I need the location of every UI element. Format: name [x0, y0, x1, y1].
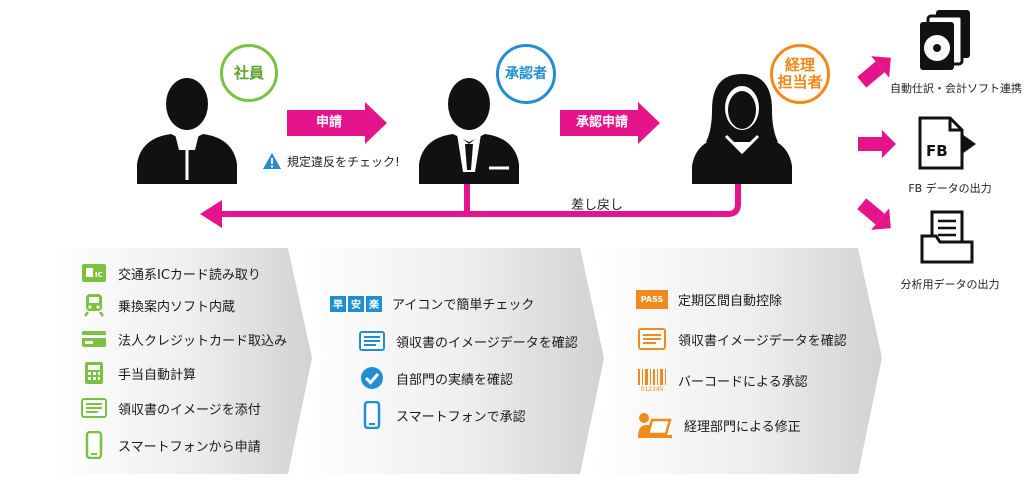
output-label-fb-data: FB データの出力 [908, 182, 992, 195]
accounting-person-icon [692, 74, 792, 184]
laptop-edit-icon [636, 410, 674, 440]
badge-cheap: 安 [348, 295, 364, 312]
role-employee: 社員 [220, 44, 278, 102]
svg-text:IC: IC [95, 271, 103, 279]
svg-text:FB: FB [926, 142, 948, 160]
feature-accounting-correction: 経理部門による修正 [636, 410, 801, 440]
badge-icons: 早 安 楽 [330, 295, 382, 312]
approver-person-icon [419, 78, 519, 184]
feature-icon-check: 早 安 楽 アイコンで簡単チェック [330, 294, 534, 313]
employee-person-icon [137, 78, 237, 184]
role-accounting-label-1: 経理 [784, 56, 815, 74]
role-accounting-label-2: 担当者 [777, 73, 823, 91]
feature-credit-card: 法人クレジットカード取込み [80, 326, 287, 352]
feature-accounting-correction-label: 経理部門による修正 [684, 419, 801, 435]
approval-apply-arrow: 承認申請 [560, 102, 660, 144]
warning-text: 規定違反をチェック! [287, 154, 400, 169]
feature-smartphone-apply-label: スマートフォンから申請 [118, 439, 261, 455]
feature-receipt-image-check: 領収書のイメージデータを確認 [358, 328, 578, 354]
disc-documents-icon [920, 10, 970, 70]
feature-receipt-image-confirm: 領収書イメージデータを確認 [636, 326, 847, 352]
pass-badge: PASS [635, 289, 669, 309]
feature-allowance-calc-label: 手当自動計算 [118, 367, 197, 383]
feature-ic-card-label: 交通系ICカード読み取り [118, 267, 261, 283]
feature-allowance-calc: 手当自動計算 [80, 360, 196, 386]
return-label: 差し戻し [571, 198, 624, 213]
feature-barcode-approval-label: バーコードによる承認 [678, 374, 808, 390]
feature-transfer-guide: 乗換案内ソフト内蔵 [80, 292, 235, 318]
ic-card-icon: IC [80, 260, 108, 286]
feature-transfer-guide-label: 乗換案内ソフト内蔵 [118, 299, 236, 315]
barcode-icon: 012345 [636, 366, 668, 394]
feature-department-results-label: 自部門の実績を確認 [396, 372, 514, 388]
role-employee-label: 社員 [233, 63, 264, 82]
warning-note: 規定違反をチェック! [262, 152, 400, 170]
barcode-number: 012345 [640, 385, 664, 393]
feature-icon-check-label: アイコンで簡単チェック [392, 298, 535, 313]
smartphone-icon [358, 401, 386, 429]
output-label-analysis-data: 分析用データの出力 [900, 278, 1000, 291]
role-accounting: 経理 担当者 [770, 44, 830, 104]
apply-arrow: 申請 [287, 102, 387, 144]
receipt-icon [358, 328, 386, 354]
feature-ic-card: IC 交通系ICカード読み取り [80, 260, 261, 286]
smartphone-icon [80, 431, 108, 459]
feature-smartphone-approve-label: スマートフォンで承認 [396, 409, 526, 425]
badge-easy: 楽 [366, 295, 382, 312]
badge-early: 早 [330, 295, 346, 312]
apply-arrow-label: 申請 [315, 115, 342, 130]
feature-smartphone-approve: スマートフォンで承認 [358, 401, 526, 429]
pass-icon: PASS [635, 286, 669, 312]
role-approver: 承認者 [496, 44, 556, 104]
feature-receipt-attach-label: 領収書のイメージを添付 [118, 402, 261, 418]
warning-icon [263, 153, 281, 169]
output-label-accounting-software: 自動仕訳・会計ソフト連携 [890, 82, 1022, 95]
calculator-icon [80, 360, 108, 386]
credit-card-icon [80, 326, 108, 352]
fb-file-icon: FB [918, 116, 976, 170]
feature-receipt-image-check-label: 領収書のイメージデータを確認 [396, 335, 578, 351]
feature-barcode-approval: 012345 バーコードによる承認 [636, 366, 808, 394]
panel-employee-bg [52, 248, 312, 474]
feature-smartphone-apply: スマートフォンから申請 [80, 431, 261, 459]
folder-document-icon [920, 210, 974, 264]
feature-receipt-attach: 領収書のイメージを添付 [80, 395, 261, 421]
feature-commuter-deduction-label: 定期区間自動控除 [678, 293, 783, 309]
approval-apply-arrow-label: 承認申請 [575, 115, 628, 130]
feature-department-results: 自部門の実績を確認 [358, 365, 513, 391]
role-approver-label: 承認者 [505, 65, 547, 82]
check-circle-icon [358, 365, 386, 391]
feature-commuter-deduction: PASS 定期区間自動控除 [635, 286, 783, 312]
receipt-icon [80, 395, 108, 421]
receipt-icon [636, 326, 668, 352]
feature-receipt-image-confirm-label: 領収書イメージデータを確認 [678, 333, 847, 349]
train-icon [80, 292, 108, 318]
feature-credit-card-label: 法人クレジットカード取込み [118, 333, 288, 349]
